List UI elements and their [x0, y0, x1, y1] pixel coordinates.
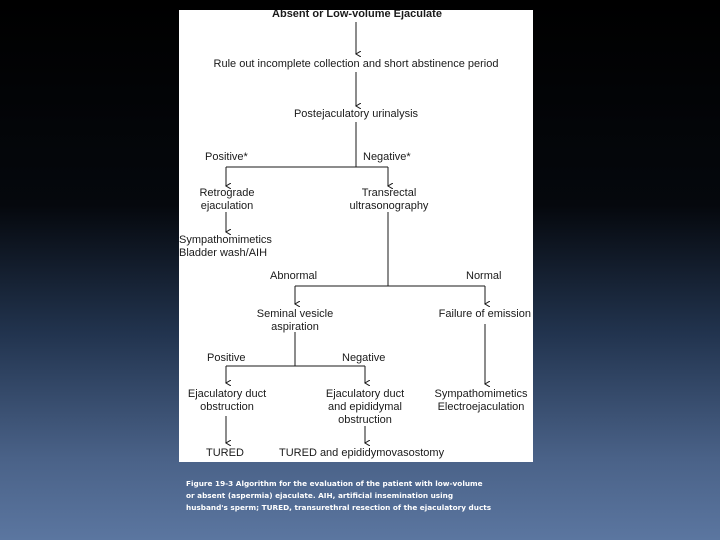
label-abnormal: Abnormal — [270, 270, 318, 282]
node-urinalysis: Postejaculatory urinalysis — [293, 108, 419, 120]
node-rule-out: Rule out incomplete collection and short… — [213, 58, 499, 70]
label-positive: Positive — [207, 352, 246, 364]
node-ejd-obstruction: Ejaculatory duct obstruction — [187, 388, 267, 413]
node-tured: TURED — [206, 447, 244, 459]
figure-caption: Figure 19-3 Algorithm for the evaluation… — [186, 479, 492, 512]
node-tured-epid: TURED and epididymovasostomy — [279, 447, 445, 459]
node-trus: Transrectal ultrasonography — [349, 187, 429, 212]
flowchart-panel: Absent or Low-volume Ejaculate Rule out … — [179, 10, 533, 462]
node-treatment-emission: Sympathomimetics Electroejaculation — [434, 388, 528, 413]
node-svaspiration: Seminal vesicle aspiration — [256, 308, 334, 333]
node-failure-emission: Failure of emission — [438, 308, 531, 320]
node-ejd-epid-obstruction: Ejaculatory duct and epididymal obstruct… — [325, 388, 405, 426]
flowchart-connectors — [179, 22, 533, 462]
node-treatment-retrograde: Sympathomimetics Bladder wash/AIH — [179, 234, 272, 259]
label-positive-star: Positive* — [205, 151, 248, 163]
label-normal: Normal — [466, 270, 502, 282]
label-negative-star: Negative* — [363, 151, 411, 163]
node-start: Absent or Low-volume Ejaculate — [272, 10, 442, 20]
node-retrograde: Retrograde ejaculation — [199, 187, 255, 212]
label-negative: Negative — [342, 352, 386, 364]
